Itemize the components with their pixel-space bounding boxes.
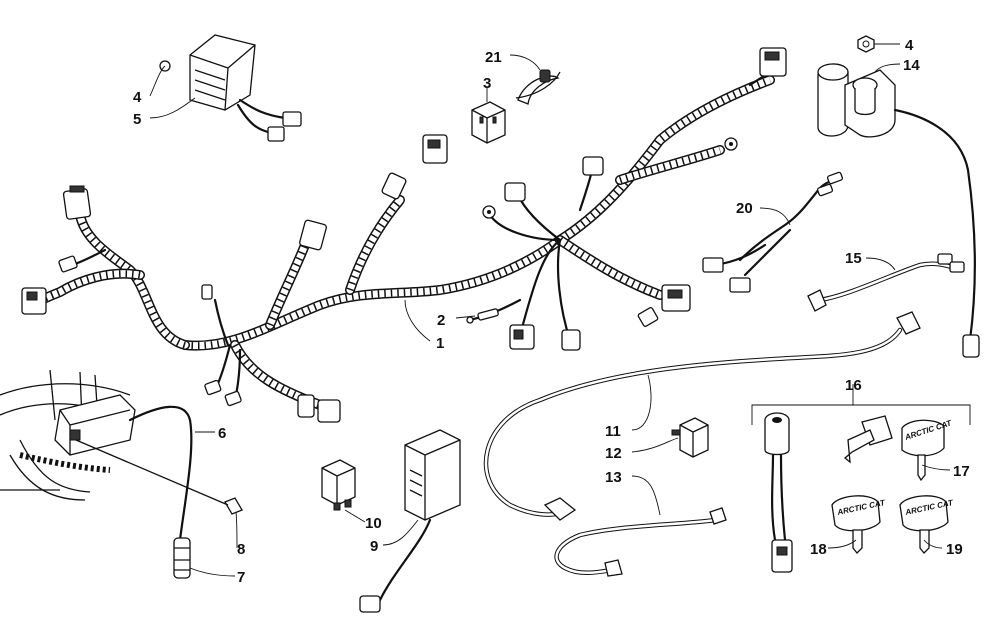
callout-17: 17: [953, 463, 970, 480]
callout-8: 8: [237, 541, 245, 558]
callout-15: 15: [845, 250, 862, 267]
leader-lines: [149, 43, 951, 577]
callout-2: 2: [437, 312, 445, 329]
part-20-sub-harness: [702, 171, 844, 293]
callout-14: 14: [903, 57, 920, 74]
part-15-cable: [807, 253, 965, 312]
callout-3: 3: [483, 75, 491, 92]
part-21-cable-tie: [515, 69, 561, 105]
part-3-relay: [471, 101, 506, 144]
part-5-voltage-regulator: [159, 34, 302, 142]
callout-10: 10: [365, 515, 382, 532]
callout-19: 19: [946, 541, 963, 558]
part-14-ignition-coil: [817, 35, 980, 358]
callout-20: 20: [736, 200, 753, 217]
engine-stator-area: [0, 369, 243, 579]
main-wiring-harness: [21, 47, 787, 423]
callout-7: 7: [237, 569, 245, 586]
callout-4b: 4: [905, 37, 914, 54]
callout-labels: 4 5 21 3 4 14 20 15 2 1 16 11 12 13 17 1…: [133, 37, 970, 586]
callout-13: 13: [605, 469, 622, 486]
callout-6: 6: [218, 425, 226, 442]
part-16-key-switch-kit: ARCTIC CAT ARCTIC CAT ARCTIC CAT: [751, 404, 971, 573]
callout-4a: 4: [133, 89, 142, 106]
callout-16: 16: [845, 377, 862, 394]
callout-1: 1: [436, 335, 444, 352]
part-9-cdi-module: [359, 429, 461, 613]
part-13-battery-cable: [483, 311, 921, 577]
part-10-relay: [321, 459, 356, 511]
callout-21: 21: [485, 49, 502, 66]
callout-18: 18: [810, 541, 827, 558]
callout-12: 12: [605, 445, 622, 462]
callout-5: 5: [133, 111, 141, 128]
callout-11: 11: [605, 423, 621, 440]
part-2-fuse: [466, 298, 522, 324]
part-12-relay: [671, 417, 709, 458]
callout-9: 9: [370, 538, 378, 555]
